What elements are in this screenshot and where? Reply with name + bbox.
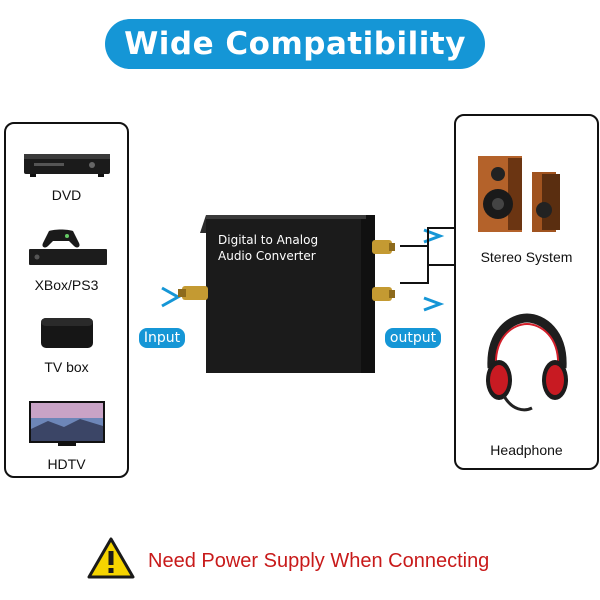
converter-label-line1: Digital to Analog — [218, 233, 319, 247]
tv-icon — [29, 401, 105, 446]
input-tag: Input — [139, 328, 185, 348]
converter-label-line2: Audio Converter — [218, 249, 316, 263]
input-arrow-icon — [130, 286, 182, 308]
device-label-xbox-ps3: XBox/PS3 — [34, 277, 99, 293]
power-warning-text: Need Power Supply When Connecting — [148, 550, 490, 572]
speakers-icon — [478, 156, 560, 232]
dvd-player-icon — [24, 154, 110, 177]
game-console-icon — [29, 229, 107, 265]
device-label-hdtv: HDTV — [47, 456, 86, 472]
page-title: Wide Compatibility — [105, 19, 485, 69]
output-devices-panel: Stereo System Headphone — [454, 114, 599, 470]
headphone-icon — [486, 313, 568, 412]
device-label-headphone: Headphone — [490, 442, 563, 458]
input-devices-panel: DVD XBox/PS3 TV box HDTV — [4, 122, 129, 478]
device-label-tv-box: TV box — [44, 359, 89, 375]
tv-box-icon — [41, 318, 93, 348]
warning-icon — [87, 537, 135, 579]
converter-device — [178, 215, 395, 373]
device-label-stereo-system: Stereo System — [480, 249, 573, 265]
output-tag: output — [385, 328, 441, 348]
device-label-dvd: DVD — [51, 187, 82, 203]
output-arrow-icon — [395, 228, 445, 312]
